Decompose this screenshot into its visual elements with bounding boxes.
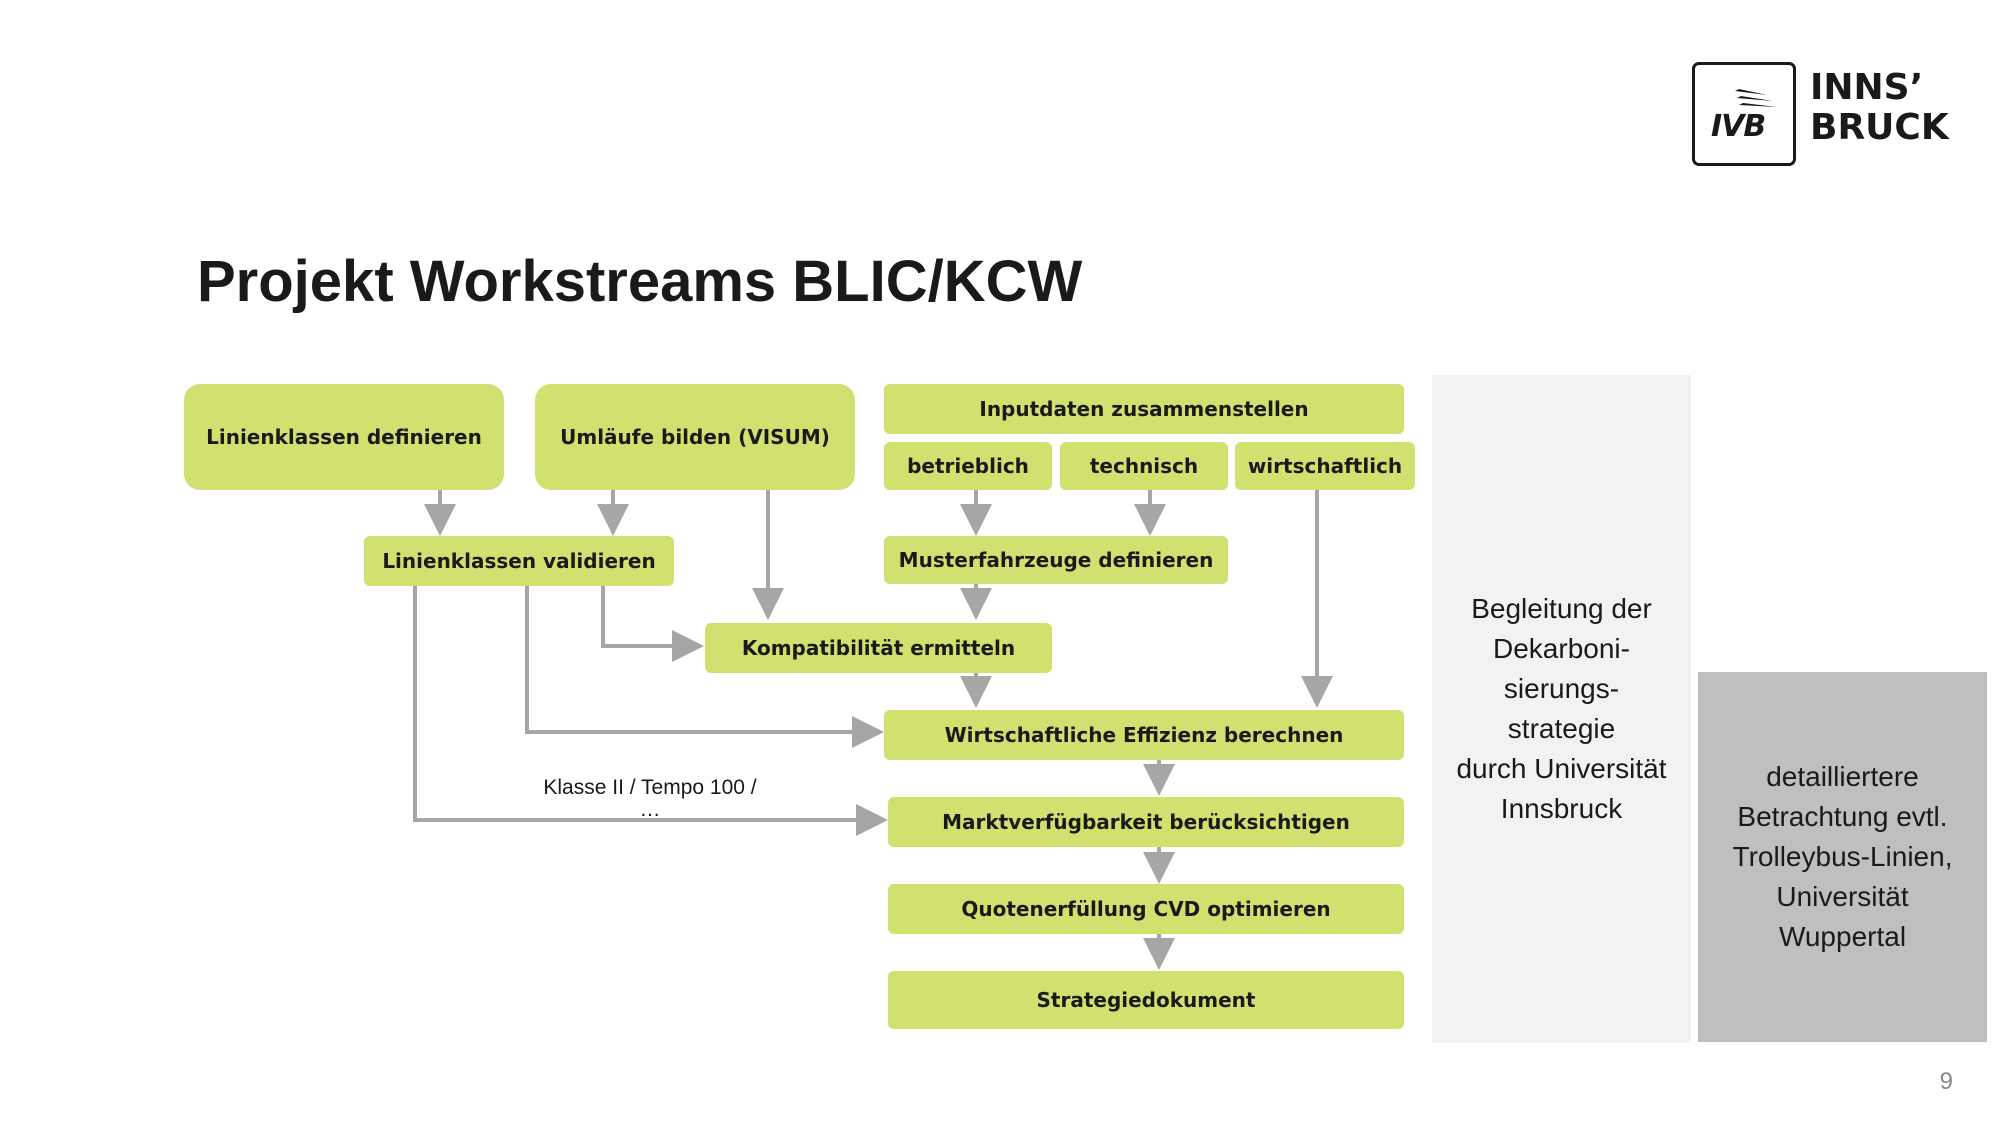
box-wirtschaftlich: wirtschaftlich (1235, 442, 1415, 490)
box-strategiedokument: Strategiedokument (888, 971, 1404, 1029)
box-kompatibilitaet: Kompatibilität ermitteln (705, 623, 1052, 673)
klasse-note: Klasse II / Tempo 100 / … (520, 773, 780, 821)
panel-wuppertal-line: Universität (1776, 881, 1909, 912)
panel-innsbruck-line: Begleitung der (1471, 593, 1652, 624)
box-musterfahrzeuge: Musterfahrzeuge definieren (884, 536, 1228, 584)
box-umlaeufe-bilden: Umläufe bilden (VISUM) (535, 384, 855, 490)
ivb-innsbruck-logo: IVB INNS’ BRUCK (1692, 62, 1962, 170)
panel-innsbruck-line: durch Universität (1456, 753, 1667, 784)
panel-wuppertal-line: Betrachtung evtl. (1737, 801, 1948, 832)
panel-wuppertal-line: Wuppertal (1778, 921, 1907, 952)
box-betrieblich: betrieblich (884, 442, 1052, 490)
box-linienklassen-validieren: Linienklassen validieren (364, 536, 674, 586)
ivb-badge: IVB (1692, 62, 1796, 166)
ivb-badge-text: IVB (1711, 109, 1766, 144)
box-technisch: technisch (1060, 442, 1228, 490)
klasse-note-line2: … (639, 798, 661, 821)
box-marktverfuegbarkeit: Marktverfügbarkeit berücksichtigen (888, 797, 1404, 847)
page-number: 9 (1939, 1068, 1953, 1095)
panel-innsbruck-line: strategie (1507, 713, 1616, 744)
panel-innsbruck-line: Innsbruck (1500, 793, 1623, 824)
panel-uni-innsbruck: Begleitung der Dekarboni- sierungs- stra… (1432, 375, 1691, 1043)
logo-line1: INNS’ (1810, 67, 1924, 108)
page-title: Projekt Workstreams BLIC/KCW (197, 249, 1083, 314)
panel-wuppertal-line: Trolleybus-Linien, (1732, 841, 1953, 872)
arrow-validieren-effizienz (525, 585, 884, 748)
box-quotenerfuellung: Quotenerfüllung CVD optimieren (888, 884, 1404, 934)
box-linienklassen-definieren: Linienklassen definieren (184, 384, 504, 490)
panel-innsbruck-line: Dekarboni- (1493, 633, 1630, 664)
arrow-validieren-kompatibilitaet (601, 585, 704, 662)
panel-uni-wuppertal: detailliertere Betrachtung evtl. Trolley… (1698, 672, 1987, 1042)
box-inputdaten: Inputdaten zusammenstellen (884, 384, 1404, 434)
arrow-validieren-marktverfuegbarkeit (413, 585, 888, 836)
speed-lines-icon (1735, 89, 1777, 107)
panel-wuppertal-line: detailliertere (1766, 761, 1919, 792)
klasse-note-line1: Klasse II / Tempo 100 / (543, 776, 757, 799)
logo-line2: BRUCK (1810, 107, 1949, 148)
panel-innsbruck-line: sierungs- (1503, 673, 1620, 704)
box-effizienz: Wirtschaftliche Effizienz berechnen (884, 710, 1404, 760)
